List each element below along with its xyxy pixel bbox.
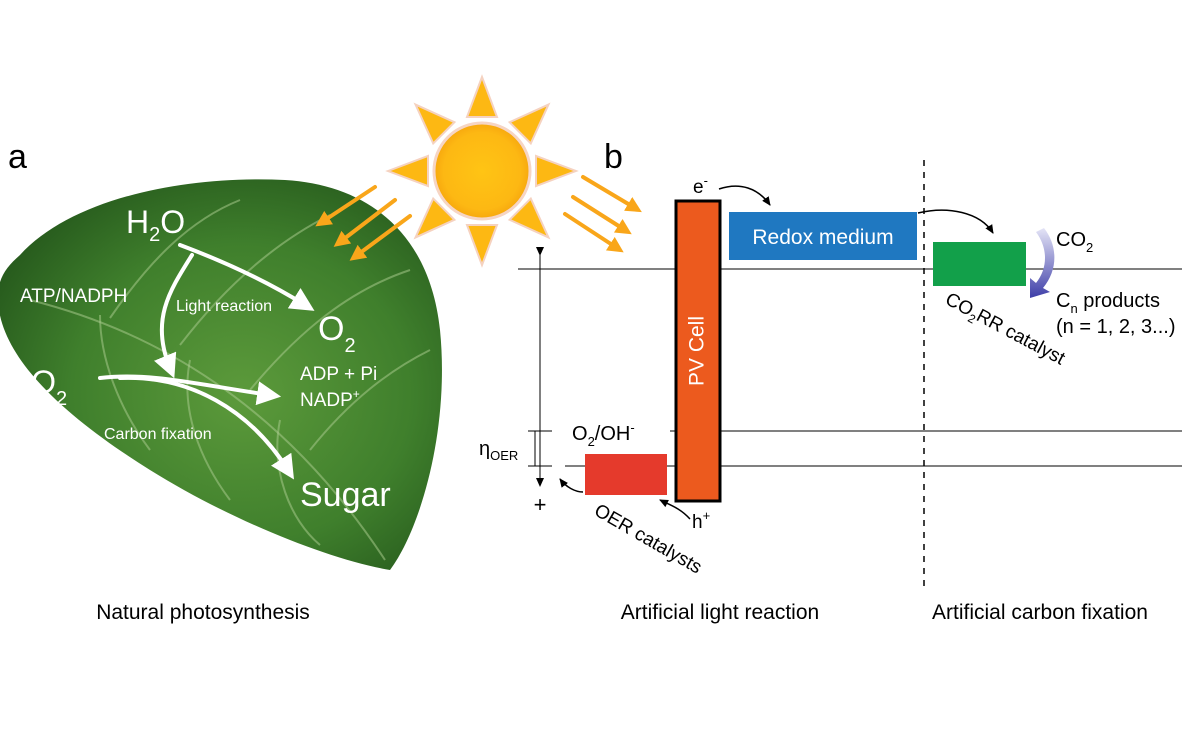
cn-products-label: Cn products	[1056, 290, 1160, 316]
o2-oh-label: O2/OH-	[572, 420, 635, 449]
electron-arrow	[718, 185, 771, 206]
leaf-image	[0, 179, 442, 570]
oer-catalyst-box	[585, 454, 667, 495]
h2o-down-arrow	[154, 253, 194, 379]
redox-medium-label: Redox medium	[752, 226, 893, 249]
axis-plus-label: +	[534, 492, 547, 517]
sun-ray-triangle	[465, 74, 499, 118]
co2-to-adp-arrow	[98, 374, 282, 406]
redox-to-catalyst-arrow	[917, 209, 994, 234]
axis-minus-label: -	[536, 234, 543, 259]
sun-rays-left	[315, 185, 412, 261]
redox-medium-box	[729, 212, 917, 260]
eta-oer-bracket	[528, 430, 552, 467]
oer-output-arrow	[559, 478, 584, 493]
sun-ray-triangle	[413, 102, 457, 146]
pv-cell-label: PV Cell	[686, 316, 709, 386]
nadp-label: NADP+	[300, 387, 360, 411]
sun-ray-triangle	[385, 154, 429, 188]
co2-label: CO2	[8, 364, 67, 410]
sun-ray-triangle	[507, 196, 551, 240]
carbon-fixation-label: Carbon fixation	[104, 426, 212, 443]
sun-ray-triangle	[507, 102, 551, 146]
co2rr-catalyst-label: CO2RR catalyst	[940, 289, 1069, 373]
co2-to-sugar-arrow	[118, 375, 294, 480]
sun-rays-right	[563, 175, 642, 253]
leaf-flow-arrows	[98, 243, 315, 480]
co2-label-b: CO2	[1056, 229, 1093, 255]
eta-oer-label: ηOER	[479, 438, 518, 463]
co2-conversion-arrow	[1030, 228, 1055, 298]
pv-cell-bar	[674, 199, 722, 503]
panel-b-letter: b	[604, 138, 623, 176]
atp-nadph-label: ATP/NADPH	[20, 286, 127, 307]
co2rr-catalyst-box	[933, 242, 1026, 286]
artificial-carbon-fixation-caption: Artificial carbon fixation	[932, 601, 1148, 624]
o2-label: O2	[318, 310, 356, 357]
light-reaction-label: Light reaction	[176, 298, 272, 315]
adp-pi-label: ADP + Pi	[300, 364, 377, 385]
sun-ray-triangle	[465, 224, 499, 268]
electron-label: e-	[693, 173, 708, 198]
n-series-label: (n = 1, 2, 3...)	[1056, 316, 1176, 338]
energy-level-lines	[518, 268, 1182, 467]
natural-photosynthesis-caption: Natural photosynthesis	[96, 601, 310, 624]
h2o-label: H2O	[126, 204, 185, 246]
sun-ray-triangle	[413, 196, 457, 240]
sugar-label: Sugar	[300, 476, 391, 514]
hole-arrow	[659, 499, 691, 520]
h2o-to-o2-arrow	[178, 243, 315, 311]
artificial-light-reaction-caption: Artificial light reaction	[621, 601, 819, 624]
oer-catalysts-label: OER catalysts	[591, 500, 706, 578]
panel-a-letter: a	[8, 138, 27, 176]
hole-label: h+	[692, 508, 710, 533]
sun-ray-triangle	[535, 154, 579, 188]
sun-icon	[385, 74, 579, 268]
